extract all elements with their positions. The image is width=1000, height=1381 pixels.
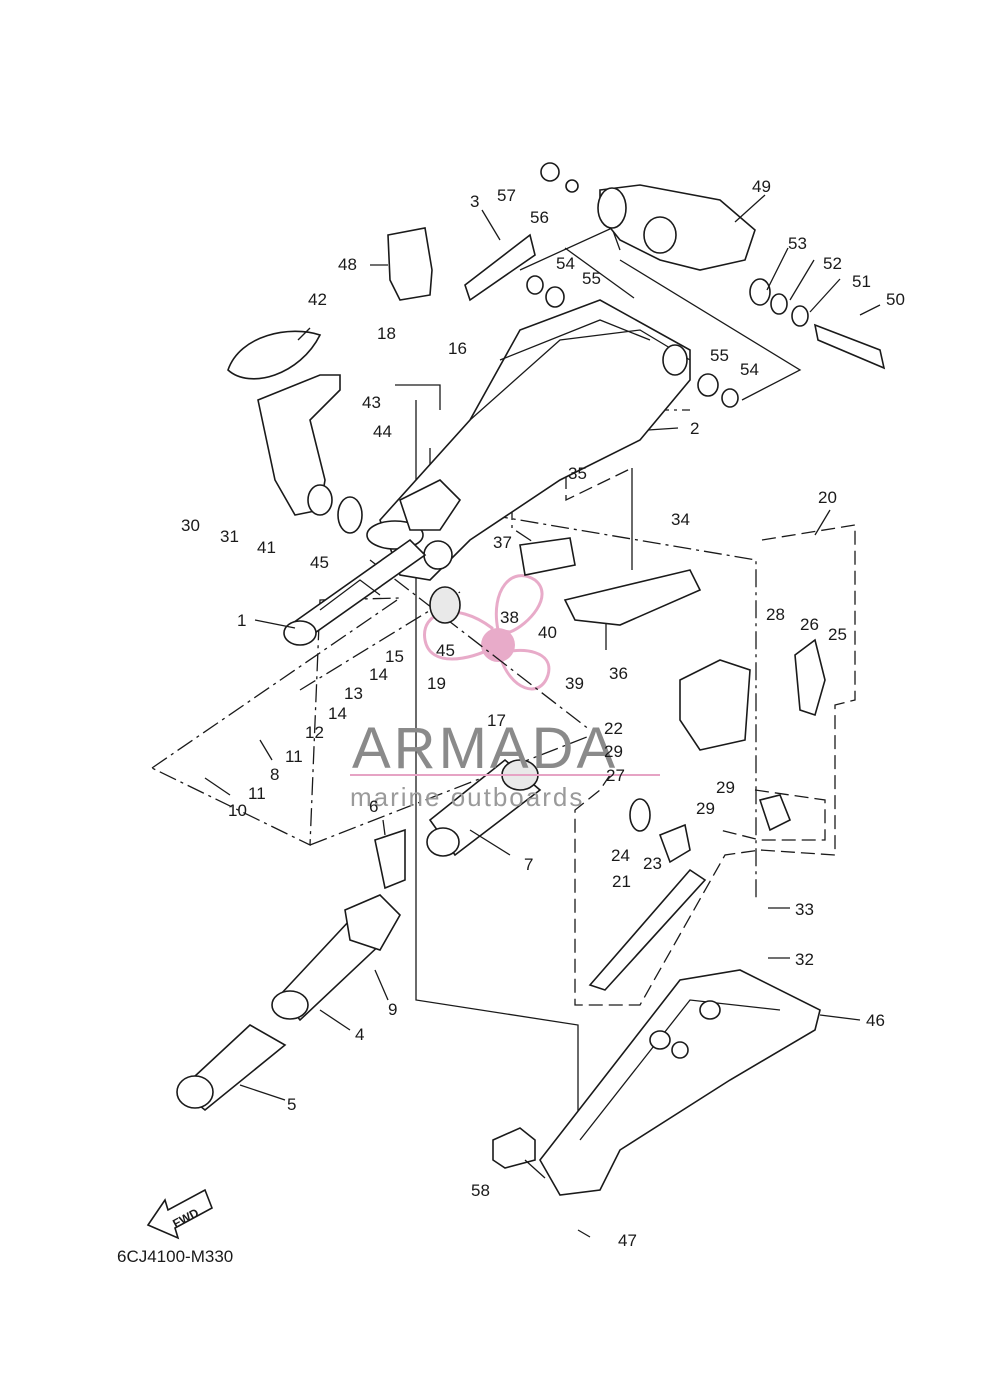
bottom-bracket <box>387 227 821 1196</box>
callout-38: 38 <box>500 608 519 627</box>
callout-18: 18 <box>377 324 396 343</box>
callout-37: 37 <box>493 533 512 552</box>
callout-43: 43 <box>362 393 381 412</box>
leader-lines <box>204 194 881 1238</box>
callout-22: 22 <box>604 719 623 738</box>
callout-11a: 11 <box>248 784 266 803</box>
subassembly-box-20 <box>574 524 856 1006</box>
callout-35: 35 <box>568 464 587 483</box>
callout-11b: 11 <box>285 747 303 766</box>
grip-parts <box>176 758 542 1112</box>
callout-2: 2 <box>690 419 699 438</box>
diagram-code: 6CJ4100-M330 <box>117 1247 233 1266</box>
top-bracket <box>464 162 886 408</box>
assembly-lines <box>151 227 802 1165</box>
callout-31: 31 <box>220 527 239 546</box>
callout-30: 30 <box>181 516 200 535</box>
callout-24: 24 <box>611 846 630 865</box>
callout-16: 16 <box>448 339 467 358</box>
callout-36: 36 <box>609 664 628 683</box>
callout-50: 50 <box>886 290 905 309</box>
callout-52: 52 <box>823 254 842 273</box>
callout-29a: 29 <box>604 742 623 761</box>
callout-54b: 54 <box>740 360 759 379</box>
callout-14b: 14 <box>328 704 347 723</box>
callout-23: 23 <box>643 854 662 873</box>
callout-28: 28 <box>766 605 785 624</box>
callout-25: 25 <box>828 625 847 644</box>
callout-46: 46 <box>866 1011 885 1030</box>
watermark-tagline: marine outboards <box>350 782 584 812</box>
callout-26: 26 <box>800 615 819 634</box>
tiller-shaft <box>283 538 427 646</box>
callout-29b: 29 <box>716 778 735 797</box>
callout-39: 39 <box>565 674 584 693</box>
callout-32: 32 <box>795 950 814 969</box>
callout-48: 48 <box>338 255 357 274</box>
callout-7: 7 <box>524 855 533 874</box>
throttle-grip <box>227 330 461 624</box>
fwd-arrow-icon: FWD <box>146 1188 214 1240</box>
callout-4: 4 <box>355 1025 364 1044</box>
callout-13: 13 <box>344 684 363 703</box>
part-number-labels: 1 2 3 4 5 6 7 8 9 10 11 11 12 13 14 14 1… <box>181 177 905 1250</box>
callout-1: 1 <box>237 611 246 630</box>
callout-15: 15 <box>385 647 404 666</box>
callout-44: 44 <box>373 422 392 441</box>
watermark-propeller-icon <box>423 574 551 691</box>
callout-17: 17 <box>487 711 506 730</box>
callout-40: 40 <box>538 623 557 642</box>
callout-55a: 55 <box>582 269 601 288</box>
callout-49: 49 <box>752 177 771 196</box>
callout-42: 42 <box>308 290 327 309</box>
callout-55b: 55 <box>710 346 729 365</box>
subassembly-box-inner <box>719 789 826 841</box>
callout-14a: 14 <box>369 665 388 684</box>
callout-10: 10 <box>228 801 247 820</box>
shift-mechanism <box>519 537 826 991</box>
callout-21: 21 <box>612 872 631 891</box>
callout-45b: 45 <box>436 641 455 660</box>
callout-5: 5 <box>287 1095 296 1114</box>
callout-58: 58 <box>471 1181 490 1200</box>
callout-8: 8 <box>270 765 279 784</box>
callout-34: 34 <box>671 510 690 529</box>
callout-27: 27 <box>606 766 625 785</box>
callout-53: 53 <box>788 234 807 253</box>
callout-54a: 54 <box>556 254 575 273</box>
callout-29c: 29 <box>696 799 715 818</box>
watermark-brand: ARMADA <box>352 716 618 781</box>
callout-47: 47 <box>618 1231 637 1250</box>
callout-41: 41 <box>257 538 276 557</box>
callout-45a: 45 <box>310 553 329 572</box>
callout-6: 6 <box>369 797 378 816</box>
callout-19: 19 <box>427 674 446 693</box>
callout-20: 20 <box>818 488 837 507</box>
callout-56: 56 <box>530 208 549 227</box>
callout-57: 57 <box>497 186 516 205</box>
callout-12: 12 <box>305 723 324 742</box>
callout-3: 3 <box>470 192 479 211</box>
callout-9: 9 <box>388 1000 397 1019</box>
callout-51: 51 <box>852 272 871 291</box>
callout-33: 33 <box>795 900 814 919</box>
